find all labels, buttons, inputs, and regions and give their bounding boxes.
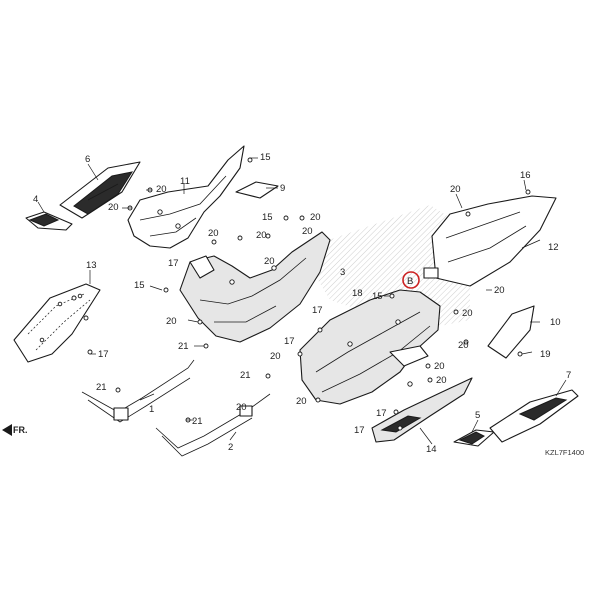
callout-20: 20 — [296, 396, 307, 407]
part-2-frame-bracket — [155, 393, 271, 457]
callout-15: 15 — [134, 280, 145, 291]
front-direction-marker: FR. — [2, 424, 28, 436]
callout-17: 17 — [376, 408, 387, 419]
fasteners — [71, 157, 531, 431]
part-5-clip — [453, 429, 495, 447]
part-11-inner-cover — [127, 145, 245, 249]
part-1-frame-bracket — [81, 359, 195, 423]
callout-21: 21 — [192, 416, 203, 427]
callout-7: 7 — [566, 370, 571, 381]
leader-lines — [37, 157, 567, 445]
callout-20: 20 — [270, 351, 281, 362]
part-3-center-cover — [179, 231, 331, 343]
callout-14: 14 — [426, 444, 437, 455]
callout-5: 5 — [475, 410, 480, 421]
callout-20: 20 — [264, 256, 275, 267]
callout-21: 21 — [240, 370, 251, 381]
callout-11: 11 — [180, 176, 190, 187]
callout-9: 9 — [280, 183, 285, 194]
callout-16: 16 — [520, 170, 531, 181]
callout-1: 1 — [149, 404, 154, 415]
callout-19: 19 — [540, 349, 551, 360]
callout-20: 20 — [458, 340, 469, 351]
callout-17: 17 — [98, 349, 109, 360]
callout-21: 21 — [96, 382, 107, 393]
callout-20: 20 — [302, 226, 313, 237]
highlight-ring — [402, 271, 420, 289]
callout-20: 20 — [108, 202, 119, 213]
callout-20: 20 — [462, 308, 473, 319]
part-12-right-side-cover — [423, 195, 557, 287]
callout-15: 15 — [260, 152, 271, 163]
callout-20: 20 — [208, 228, 219, 239]
part-6-decal-panel — [59, 161, 141, 219]
callout-2: 2 — [228, 442, 233, 453]
part-14-lower-undercover — [371, 377, 473, 443]
part-4-bracket — [25, 211, 73, 231]
callout-labels: 6 4 11 20 20 15 9 20 16 12 15 20 20 20 2… — [33, 152, 571, 455]
callout-21: 21 — [178, 341, 189, 352]
callout-6: 6 — [85, 154, 90, 165]
callout-20: 20 — [436, 375, 447, 386]
callout-20: 20 — [310, 212, 321, 223]
part-13-left-undercover — [13, 283, 101, 363]
callout-17: 17 — [354, 425, 365, 436]
callout-17: 17 — [168, 258, 179, 269]
callout-20: 20 — [494, 285, 505, 296]
callout-20: 20 — [166, 316, 177, 327]
callout-20: 20 — [256, 230, 267, 241]
callout-15: 15 — [372, 291, 383, 302]
drawing-code: KZL7F1400 — [545, 448, 584, 457]
callout-20: 20 — [434, 361, 445, 372]
part-10-side-cover — [487, 305, 535, 359]
callout-15: 15 — [262, 212, 273, 223]
callout-20: 20 — [156, 184, 167, 195]
callout-4: 4 — [33, 194, 38, 205]
callout-17: 17 — [284, 336, 295, 347]
callout-17: 17 — [312, 305, 323, 316]
front-label: FR. — [13, 425, 28, 435]
callout-12: 12 — [548, 242, 559, 253]
highlight-reference-label: B — [407, 276, 413, 287]
callout-20: 20 — [450, 184, 461, 195]
part-9-plate — [235, 181, 279, 199]
part-7-decal-panel — [489, 389, 579, 443]
callout-18: 18 — [352, 288, 363, 299]
callout-13: 13 — [86, 260, 97, 271]
callout-20: 20 — [236, 402, 247, 413]
callout-3: 3 — [340, 267, 345, 278]
callout-10: 10 — [550, 317, 561, 328]
